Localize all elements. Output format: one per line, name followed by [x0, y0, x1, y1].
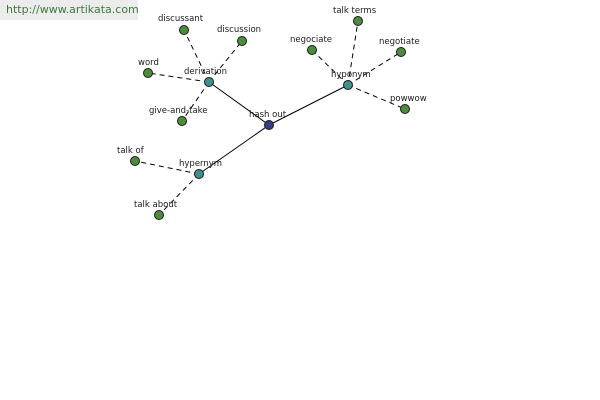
- relation-label-hypernym[interactable]: hypernym: [179, 159, 222, 169]
- leaf-label-negotiate[interactable]: negotiate: [379, 37, 420, 47]
- leaf-label-word[interactable]: word: [138, 58, 159, 68]
- labels-layer: hash out derivation hyponym hypernym discuss…: [117, 6, 427, 210]
- edge-hash-out-hyponym: [268, 84, 349, 126]
- edge-hypernym-talk-of: [134, 160, 200, 175]
- relation-node-derivation[interactable]: [204, 77, 214, 87]
- leaf-label-talk-about[interactable]: talk about: [134, 200, 178, 210]
- edge-derivation-discussant: [183, 29, 210, 83]
- edge-hash-out-derivation: [208, 81, 270, 126]
- relation-node-hypernym[interactable]: [194, 169, 204, 179]
- leaf-node-discussant[interactable]: [179, 25, 189, 35]
- edge-derivation-word: [147, 72, 210, 83]
- leaf-label-give-and-take[interactable]: give-and-take: [149, 106, 208, 116]
- leaf-node-discussion[interactable]: [237, 36, 247, 46]
- edge-derivation-give-and-take: [181, 81, 210, 122]
- edge-hash-out-hypernym: [198, 124, 270, 175]
- leaf-node-talk-terms[interactable]: [353, 16, 363, 26]
- leaf-node-negociate[interactable]: [307, 45, 317, 55]
- leaf-node-powwow[interactable]: [400, 104, 410, 114]
- leaf-node-talk-about[interactable]: [154, 210, 164, 220]
- edge-hyponym-powwow: [347, 84, 406, 110]
- edge-hypernym-talk-about: [158, 173, 200, 216]
- leaf-node-negotiate[interactable]: [396, 47, 406, 57]
- leaf-label-negociate[interactable]: negociate: [290, 35, 332, 45]
- relation-label-hyponym[interactable]: hyponym: [331, 70, 371, 80]
- relation-label-derivation[interactable]: derivation: [184, 67, 227, 77]
- leaf-label-talk-of[interactable]: talk of: [117, 146, 145, 156]
- leaf-node-word[interactable]: [143, 68, 153, 78]
- root-node-hash-out[interactable]: [264, 120, 274, 130]
- leaf-node-give-and-take[interactable]: [177, 116, 187, 126]
- leaf-label-discussant[interactable]: discussant: [158, 14, 204, 24]
- leaf-node-talk-of[interactable]: [130, 156, 140, 166]
- leaf-label-discussion[interactable]: discussion: [217, 25, 261, 35]
- relation-node-hyponym[interactable]: [343, 80, 353, 90]
- site-url-banner[interactable]: http://www.artikata.com: [0, 0, 139, 20]
- edges-layer: [134, 20, 406, 216]
- nodes-layer: [130, 16, 410, 220]
- edge-hyponym-negotiate: [347, 51, 402, 86]
- root-label-hash-out[interactable]: hash out: [249, 110, 287, 120]
- leaf-label-talk-terms[interactable]: talk terms: [333, 6, 377, 16]
- leaf-label-powwow[interactable]: powwow: [390, 94, 427, 104]
- edge-hyponym-talk-terms: [347, 20, 359, 86]
